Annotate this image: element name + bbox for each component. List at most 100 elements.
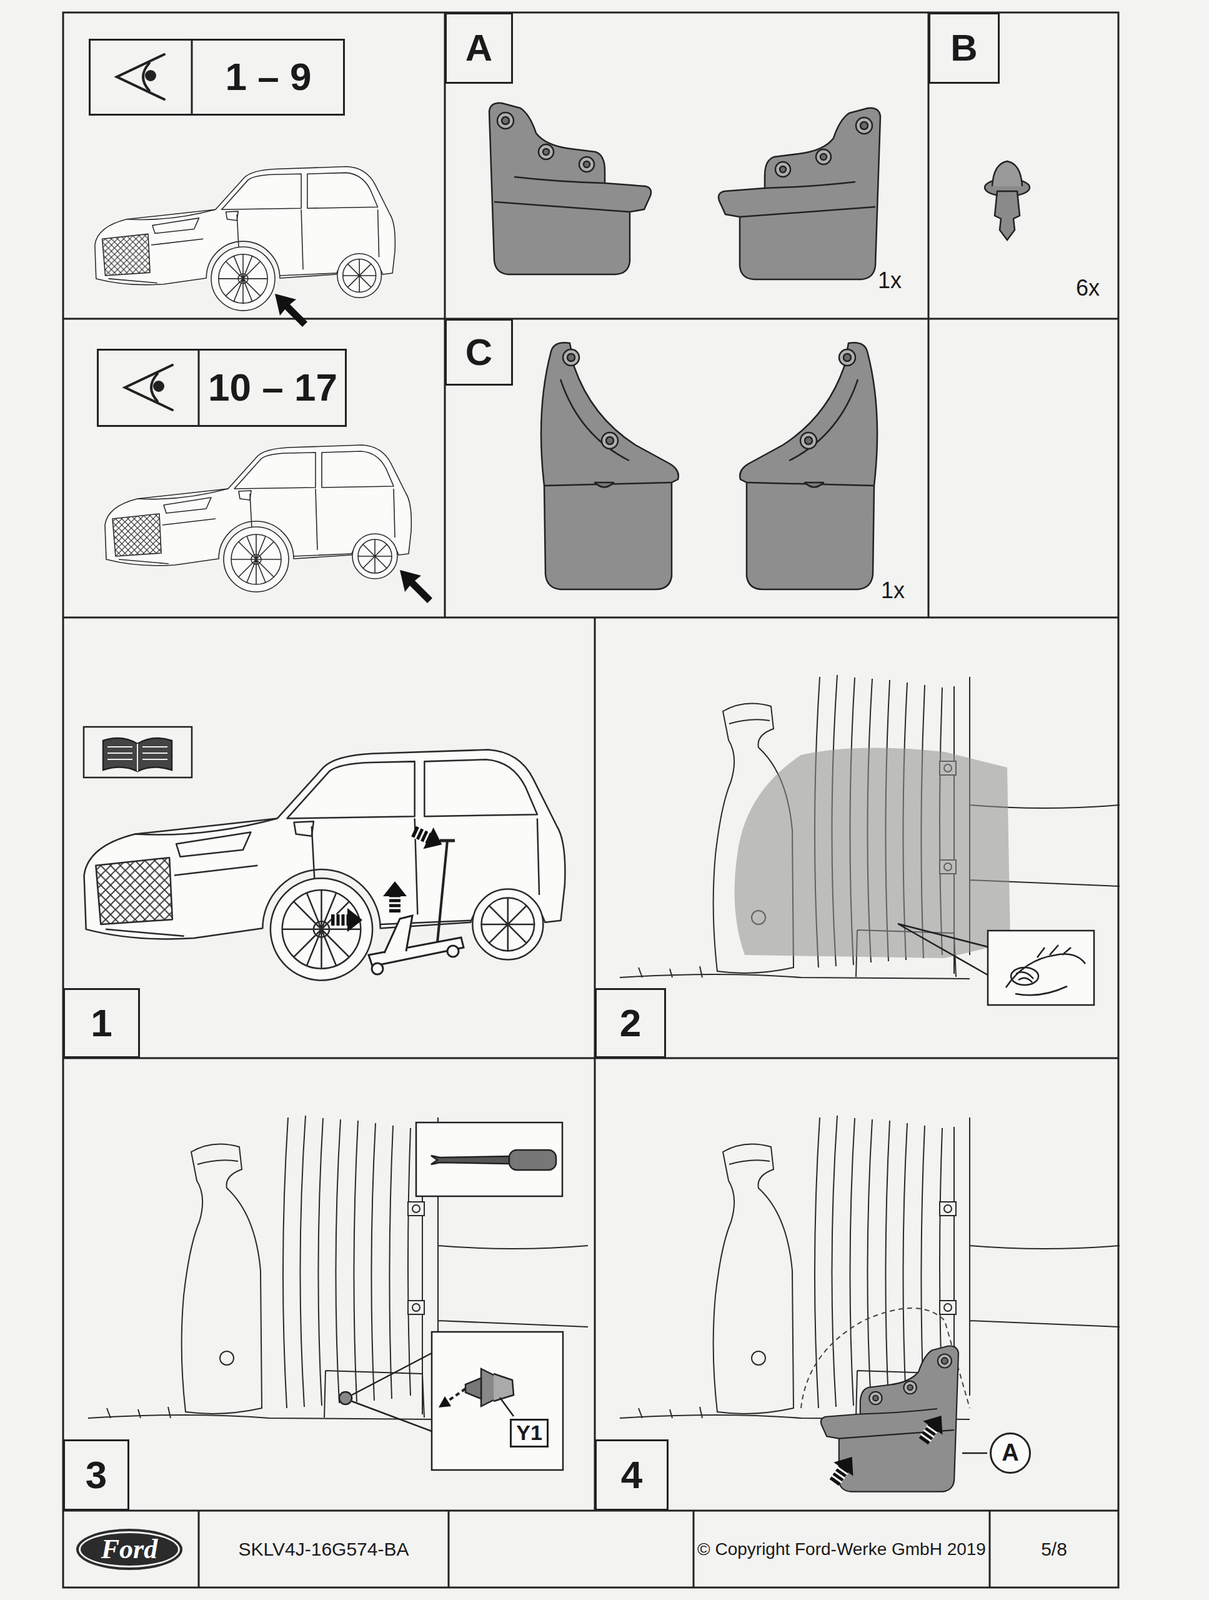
clip-removal-inset [431,1331,563,1470]
part-letter-box: B [928,12,1000,84]
shaded-cleaning-area [734,747,1011,958]
box-text: A [465,27,493,69]
illustration [274,293,308,327]
illustration [408,820,447,856]
panel-grid [447,1510,450,1588]
panel-grid [198,348,200,427]
illustration [124,364,173,410]
cleaning-inset [1015,971,1034,983]
panel-grid [927,12,930,618]
tool-inset [431,1155,510,1165]
quantity-label: 1x [877,267,902,294]
quantity-label: 1x [880,577,905,604]
push-clip [992,161,1023,187]
step-number-box: 3 [63,1438,130,1511]
quantity-label: 6x [1075,274,1100,302]
clip-removal-inset [499,1397,514,1416]
panel-grid [989,1510,991,1588]
clip-removal-inset [351,1352,432,1431]
part-letter-box: C [444,318,513,386]
illustration [913,1408,951,1448]
clip-removal-inset [444,1388,466,1403]
illustration [84,749,566,981]
panel-grid [63,12,1119,1588]
illustration [820,1345,959,1492]
clip-removal-inset [339,1391,352,1404]
box-text: 1 [90,1001,112,1045]
cleaning-inset [987,930,1095,1005]
illustration [489,103,652,275]
cleaning-inset [897,923,988,975]
box-text: B [950,27,978,69]
illustration [718,108,881,280]
manual-icon [103,737,172,772]
trolley-jack [371,962,384,975]
trolley-jack [439,839,455,843]
view-range-box: 10 – 17 [96,348,347,427]
panel-grid [63,12,1119,1588]
step-number-box: 2 [594,987,667,1058]
illustration [619,1115,1120,1419]
panel-grid [444,12,447,618]
illustration [331,907,363,932]
push-clip [994,191,1020,240]
clip-removal-inset [465,1377,482,1399]
tool-inset [509,1149,557,1170]
box-text: 10 – 17 [208,366,338,409]
tool-inset [416,1122,563,1196]
brand-logo: Ford [76,1528,183,1570]
cleaning-inset [1010,967,1039,985]
box-text: C [465,331,493,374]
panel-grid [63,1057,1119,1060]
panel-grid [594,617,597,1511]
clip-removal-inset [438,1395,452,1408]
page-number: 5/8 [989,1510,1119,1588]
callout-circle: A [989,1432,1031,1474]
step-number-box: 4 [594,1438,669,1511]
panel-grid [191,38,194,116]
part-number: SKLV4J-16G574-BA [198,1510,449,1588]
illustration [399,569,433,603]
box-text: A [1001,1439,1019,1466]
tool-inset [416,1122,563,1196]
cleaning-inset [897,923,1095,1005]
panel-grid [63,1509,1119,1512]
view-range-box: 1 – 9 [88,38,345,116]
copyright-note: © Copyright Ford-Werke GmbH 2019 [693,1510,990,1588]
part-letter-box: A [444,12,513,84]
brand-name: Ford [101,1533,158,1564]
cleaning-inset [1005,944,1086,995]
illustration [104,444,412,592]
panel-grid [63,616,1119,619]
box-text: 3 [85,1453,107,1496]
panel-grid [692,1510,695,1588]
leader-line [962,1452,988,1454]
trolley-jack [384,915,413,953]
push-clip [984,161,1030,240]
trolley-jack [368,840,464,975]
panel-grid [63,318,1119,320]
box-text: 1 – 9 [225,55,312,99]
clip-removal-inset [493,1373,514,1401]
trolley-jack [437,840,448,943]
step-number-box: 1 [63,987,140,1058]
illustration [541,342,679,590]
manual-icon [107,743,168,772]
manual-icon [83,726,192,778]
trolley-jack [368,937,464,966]
box-text: 4 [621,1453,643,1496]
box-text: 2 [619,1001,642,1045]
trolley-jack [447,945,459,957]
illustration [739,342,878,590]
manual-icon [83,726,192,778]
box-text: Y1 [516,1420,543,1444]
callout-box: Y1 [509,1418,549,1448]
illustration [94,166,396,311]
illustration [383,880,407,913]
illustration [824,1449,862,1489]
panel-grid [198,1510,200,1588]
illustration [116,54,165,100]
